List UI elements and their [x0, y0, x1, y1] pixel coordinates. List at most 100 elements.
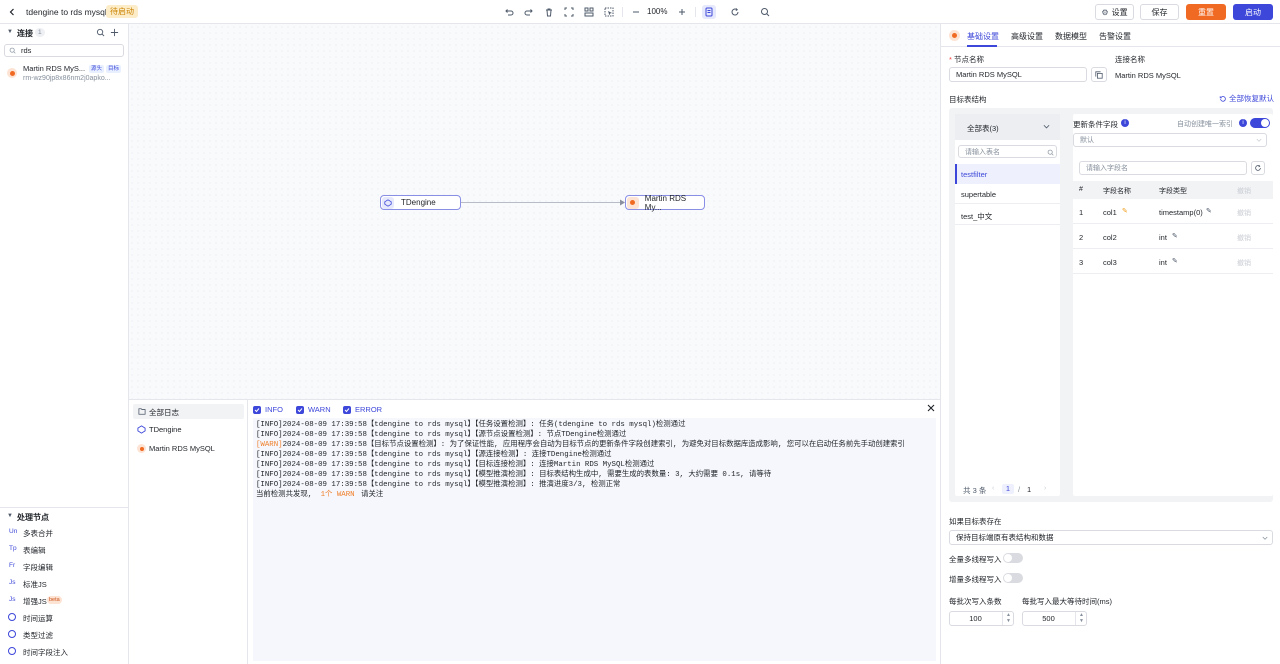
node-item-type-filter[interactable]: 类型过滤 — [0, 626, 128, 643]
stepper-arrows-icon[interactable]: ▲▼ — [1002, 612, 1014, 625]
full-multi-toggle[interactable] — [1003, 553, 1023, 563]
add-connection-icon[interactable] — [109, 27, 119, 37]
connection-search-input[interactable]: rds — [4, 44, 124, 57]
edit-icon[interactable]: ✎ — [1172, 233, 1178, 240]
node-item-field-edit[interactable]: Fr 字段编辑 — [9, 562, 53, 572]
source-node[interactable]: TDengine — [380, 195, 461, 210]
chevron-down-icon — [1256, 138, 1262, 142]
log-panel-icon[interactable] — [702, 5, 716, 19]
filter-warn[interactable]: WARN — [296, 405, 331, 414]
node-item-standard-js[interactable]: Js 标准JS — [9, 579, 47, 589]
exists-select[interactable]: 保持目标端原有表结构和数据 — [949, 530, 1273, 545]
log-nav-source[interactable]: TDengine — [133, 422, 244, 437]
task-title[interactable]: tdengine to rds mysql — [26, 7, 107, 17]
active-tab-indicator — [967, 45, 997, 47]
tab-basic[interactable]: 基础设置 — [967, 32, 999, 41]
node-name-input[interactable]: Martin RDS MySQL — [949, 67, 1087, 82]
page-separator: / — [1018, 485, 1021, 494]
tab-advanced[interactable]: 高级设置 — [1011, 32, 1043, 41]
tdengine-logo-icon — [137, 425, 146, 434]
undo-button[interactable]: 撤销 — [1237, 235, 1251, 242]
refresh-icon[interactable] — [729, 6, 741, 18]
gear-icon: ⚙ — [1101, 7, 1109, 17]
conn-name-label: 连接名称 — [1115, 55, 1145, 64]
restore-all-button[interactable]: 全部恢复默认 — [1219, 93, 1274, 104]
undo-button[interactable]: 撤销 — [1237, 210, 1251, 217]
search-icon[interactable] — [759, 6, 771, 18]
dag-canvas[interactable]: TDengine Martin RDS My... — [129, 24, 940, 399]
log-line: [INFO]2024-08-09 17:39:58【tdengine to rd… — [256, 461, 655, 469]
undo-icon[interactable] — [503, 6, 515, 18]
collapse-caret-icon[interactable]: ▼ — [7, 29, 13, 35]
table-item[interactable]: test_中文 — [955, 205, 1060, 225]
start-button[interactable]: 启动 — [1233, 4, 1273, 20]
table-search-input[interactable]: 请输入表名 — [958, 145, 1057, 158]
edge-connector — [460, 199, 625, 206]
auto-index-toggle[interactable] — [1250, 118, 1270, 128]
update-field-select[interactable]: 默认 — [1073, 133, 1267, 147]
structure-box: 全部表(3) 请输入表名 testfilter supertable test_… — [949, 108, 1273, 502]
tab-data-model[interactable]: 数据模型 — [1055, 32, 1087, 41]
node-item-time-field-inject[interactable]: 时间字段注入 — [0, 643, 128, 660]
node-config-panel: 基础设置 高级设置 数据模型 告警设置 * 节点名称 Martin RDS My… — [940, 24, 1280, 664]
left-sidebar: ▼ 连接 1 rds Martin RDS MyS... 源头 目标 rm-wz… — [0, 24, 129, 664]
zoom-out-icon[interactable] — [630, 6, 642, 18]
node-item-union[interactable]: Un 多表合并 — [9, 528, 53, 538]
fit-view-icon[interactable] — [563, 6, 575, 18]
select-cursor-icon[interactable] — [603, 6, 615, 18]
target-struct-label: 目标表结构 — [949, 95, 987, 104]
collapse-caret-icon[interactable]: ▼ — [7, 513, 13, 519]
field-table-header: # 字段名称 字段类型 撤销 — [1073, 181, 1273, 199]
next-page-icon[interactable]: › — [1044, 485, 1047, 492]
page-current[interactable]: 1 — [1002, 484, 1014, 494]
top-bar: tdengine to rds mysql 待启动 100% — [0, 0, 1280, 24]
target-node[interactable]: Martin RDS My... — [625, 194, 705, 212]
save-button[interactable]: 保存 — [1140, 4, 1179, 20]
prev-page-icon[interactable]: ‹ — [992, 485, 995, 492]
copy-icon[interactable] — [1091, 67, 1107, 82]
redo-icon[interactable] — [523, 6, 535, 18]
exists-label: 如果目标表存在 — [949, 517, 1002, 526]
node-item-table-edit[interactable]: Tp 表编辑 — [9, 545, 46, 555]
js-icon: Js — [9, 579, 16, 586]
info-icon[interactable]: i — [1239, 119, 1247, 127]
node-item-enhanced-js[interactable]: Js 增强JS beta — [9, 596, 62, 606]
tab-alerts[interactable]: 告警设置 — [1099, 32, 1131, 41]
auto-layout-icon[interactable] — [583, 6, 595, 18]
log-nav-all[interactable]: 全部日志 — [133, 404, 244, 419]
settings-button[interactable]: ⚙ 设置 — [1095, 4, 1134, 20]
table-item[interactable]: supertable — [955, 184, 1060, 204]
connection-item[interactable]: Martin RDS MyS... 源头 目标 rm-wz90jp8x86nm2… — [0, 62, 128, 86]
chevron-down-icon — [1043, 124, 1050, 129]
log-nav-target[interactable]: Martin RDS MySQL — [133, 441, 244, 456]
delete-icon[interactable] — [543, 6, 555, 18]
wait-time-stepper[interactable]: 500 ▲▼ — [1022, 611, 1087, 626]
all-tables-select[interactable]: 全部表(3) — [955, 114, 1060, 140]
connection-host: rm-wz90jp8x86nm2j0apko... — [23, 75, 111, 82]
zoom-in-icon[interactable] — [676, 6, 688, 18]
incr-multi-toggle[interactable] — [1003, 573, 1023, 583]
filter-error[interactable]: ERROR — [343, 405, 382, 414]
checkbox-checked-icon — [343, 405, 351, 414]
refresh-icon[interactable] — [1251, 161, 1265, 175]
connections-count: 1 — [35, 28, 45, 37]
edit-icon[interactable]: ✎ — [1206, 208, 1212, 215]
log-panel: 全部日志 TDengine Martin RDS MySQL INFO WARN… — [129, 399, 940, 664]
chevron-down-icon — [1262, 536, 1268, 540]
table-edit-icon: Tp — [9, 545, 17, 552]
undo-button[interactable]: 撤销 — [1237, 260, 1251, 267]
reset-button[interactable]: 重置 — [1186, 4, 1226, 20]
back-arrow-icon[interactable] — [6, 5, 18, 19]
close-icon[interactable] — [926, 403, 936, 413]
filter-info[interactable]: INFO — [253, 405, 283, 414]
field-search-input[interactable]: 请输入字段名 — [1079, 161, 1247, 175]
node-item-time-calc[interactable]: 时间运算 — [0, 609, 128, 626]
log-line: [INFO]2024-08-09 17:39:58【tdengine to rd… — [256, 471, 772, 479]
edit-icon[interactable]: ✎ — [1172, 258, 1178, 265]
search-icon[interactable] — [95, 27, 105, 37]
info-icon[interactable]: i — [1121, 119, 1129, 127]
table-item-active[interactable]: testfilter — [955, 164, 1060, 184]
stepper-arrows-icon[interactable]: ▲▼ — [1075, 612, 1087, 625]
mysql-logo-icon — [627, 196, 639, 209]
batch-size-stepper[interactable]: 100 ▲▼ — [949, 611, 1014, 626]
